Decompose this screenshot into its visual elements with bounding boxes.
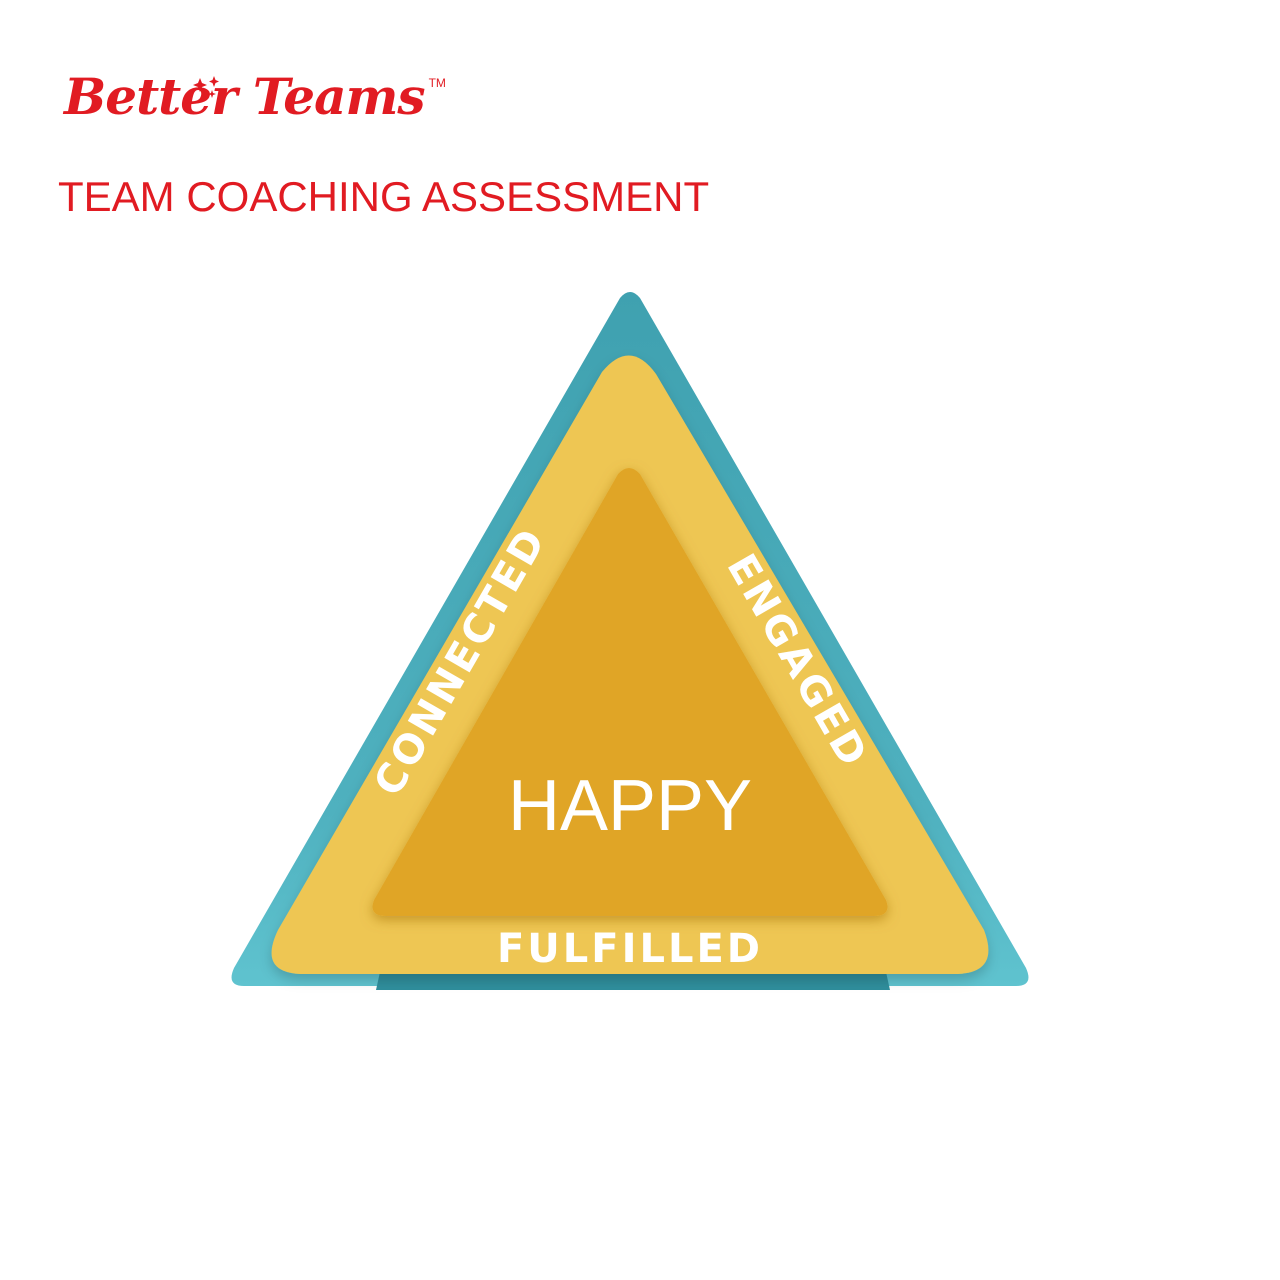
- brand-name: Better Teams: [64, 67, 426, 126]
- outer-triangle-base-band: [376, 972, 890, 990]
- page-subtitle: TEAM COACHING ASSESSMENT: [58, 173, 710, 220]
- brand-logo: Better Teams TM: [64, 72, 446, 122]
- sparkle-icon: [193, 76, 219, 98]
- center-label: HAPPY: [508, 766, 752, 846]
- inner-triangle: [372, 468, 888, 916]
- trademark-mark: TM: [428, 76, 446, 90]
- side-label-bottom: FULFILLED: [497, 926, 763, 972]
